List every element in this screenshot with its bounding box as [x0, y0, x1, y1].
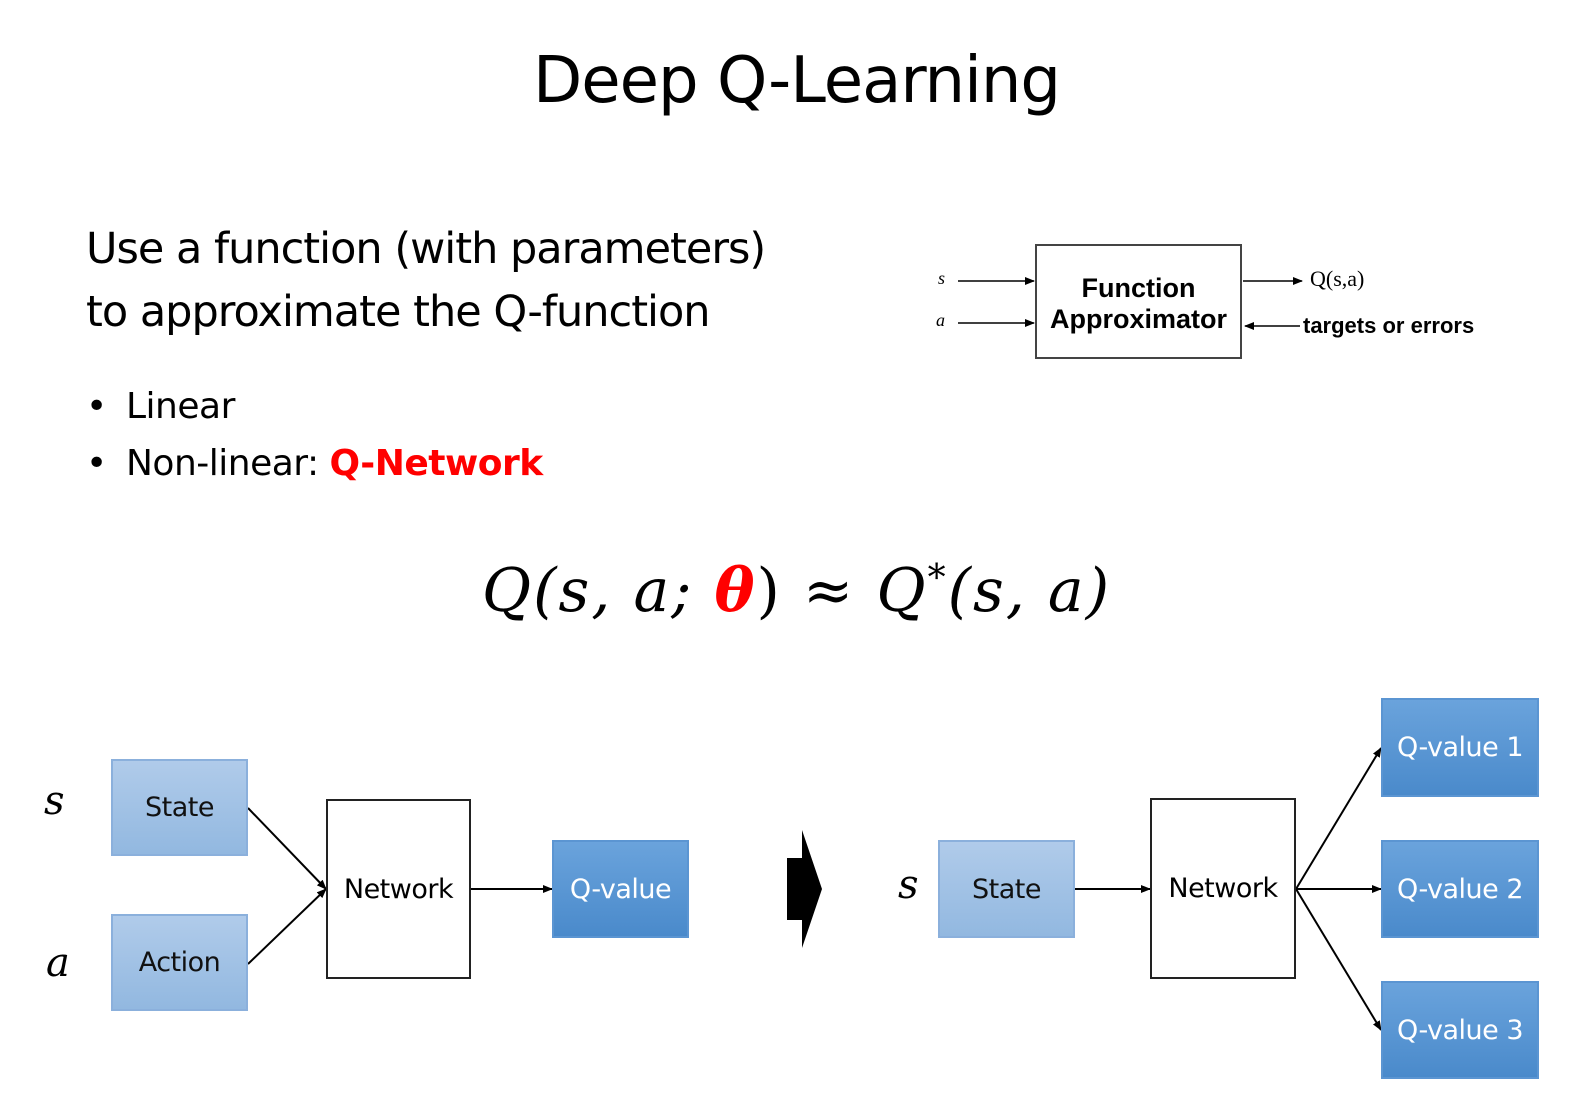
state-box-right: State — [938, 840, 1075, 938]
eq-rhs-q: Q — [876, 556, 928, 626]
eq-lhs-close: ) — [756, 556, 782, 626]
arrow-state-to-network — [247, 807, 327, 890]
network-box-left: Network — [326, 799, 471, 979]
bullet-text: Linear — [126, 386, 235, 427]
arrow-network-to-qvalue-3 — [1295, 888, 1382, 1031]
network-label-right: Network — [1168, 873, 1278, 904]
eq-theta: θ — [714, 556, 757, 626]
fa-input-s: s — [938, 268, 946, 288]
eq-lhs-q: Q — [481, 556, 534, 626]
var-s-left: s — [44, 778, 65, 824]
fa-feedback: targets or errors — [1303, 313, 1475, 338]
bullet-list: • Linear • Non-linear: Q-Network — [86, 378, 543, 492]
fa-input-a: a — [936, 310, 945, 330]
fa-box-line-2: Approximator — [1049, 304, 1228, 334]
qvalue-3-label: Q-value 3 — [1396, 1014, 1524, 1046]
function-approximator-box: Function Approximator — [1035, 244, 1242, 359]
q-network-highlight: Q-Network — [329, 443, 544, 484]
state-label: State — [145, 792, 214, 823]
q-approximation-equation: Q(s, a; θ) ≈ Q*(s, a) — [0, 556, 1593, 626]
network-box-right: Network — [1150, 798, 1296, 979]
arrow-network-to-qvalue-1 — [1295, 747, 1382, 890]
var-a-left: a — [46, 940, 70, 986]
qvalue-box: Q-value — [552, 840, 689, 938]
network-label: Network — [343, 873, 454, 905]
action-box: Action — [111, 914, 248, 1011]
fa-output: Q(s,a) — [1310, 266, 1365, 291]
qvalue-1-box: Q-value 1 — [1381, 698, 1539, 797]
bullet-item-nonlinear: • Non-linear: Q-Network — [86, 435, 543, 492]
transition-block-arrow-icon — [787, 830, 822, 948]
action-label: Action — [138, 947, 221, 978]
qvalue-3-box: Q-value 3 — [1381, 981, 1539, 1079]
eq-rhs-args: (s, a) — [947, 556, 1112, 626]
intro-line-1: Use a function (with parameters) — [86, 224, 766, 274]
qvalue-2-box: Q-value 2 — [1381, 840, 1539, 938]
intro-text: Use a function (with parameters) to appr… — [86, 218, 766, 344]
qvalue-2-label: Q-value 2 — [1396, 873, 1524, 905]
bullet-icon: • — [86, 386, 107, 427]
bullet-item-linear: • Linear — [86, 378, 543, 435]
state-label-right: State — [972, 873, 1041, 905]
qvalue-1-label: Q-value 1 — [1396, 732, 1524, 763]
eq-rhs-star: * — [927, 558, 948, 599]
bullet-text: Non-linear: — [126, 443, 330, 484]
arrow-action-to-network — [247, 888, 327, 965]
fa-box-line-1: Function — [1081, 273, 1196, 303]
intro-line-2: to approximate the Q-function — [86, 287, 711, 337]
eq-lhs-args: (s, a; — [533, 556, 715, 626]
eq-approx: ≈ — [781, 556, 877, 626]
state-box-left: State — [111, 759, 248, 856]
qvalue-label: Q-value — [569, 873, 672, 905]
slide-title: Deep Q-Learning — [532, 44, 1061, 118]
var-s-right: s — [898, 862, 919, 908]
bullet-icon: • — [86, 443, 107, 484]
